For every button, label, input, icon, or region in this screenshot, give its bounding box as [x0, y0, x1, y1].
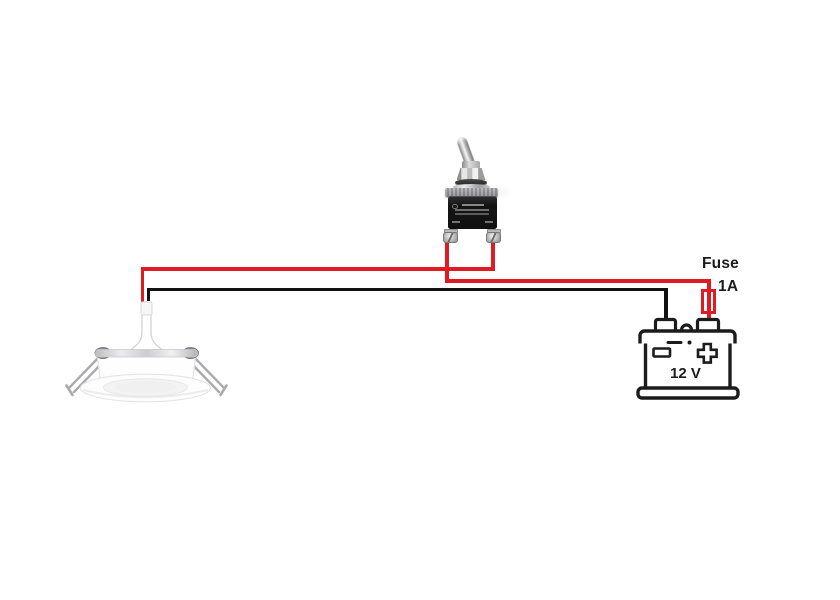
positive-wire-fuse-to-battery: [707, 279, 711, 322]
negative-wire-lamp-riser: [146, 287, 150, 301]
fuse-name-label: Fuse: [702, 255, 739, 272]
battery-body: [643, 341, 732, 390]
battery-icon: 12 V: [636, 317, 740, 400]
positive-wire-switch-to-fuse: [445, 279, 711, 283]
positive-wire-switch-left-riser: [445, 242, 449, 283]
negative-wire-lamp-to-battery: [146, 287, 668, 291]
switch-label-mark: [485, 220, 493, 223]
switch-mount-plate: [444, 187, 498, 197]
switch-label-line: [462, 204, 484, 207]
fuse-symbol: [700, 288, 716, 314]
downlight-lens-inner: [114, 380, 177, 394]
battery-plus-sign: [696, 342, 718, 364]
battery-minus-sign: [652, 347, 672, 358]
switch-lock-ring: [455, 178, 487, 186]
switch-terminal-screw-left: [443, 232, 458, 243]
battery-center-dot: [687, 340, 692, 345]
positive-wire-lamp-to-switch: [140, 267, 495, 271]
positive-wire-switch-right-riser: [491, 242, 495, 271]
downlight-cable-sleeve: [140, 301, 153, 316]
switch-washer: [452, 184, 490, 190]
downlight-flange-shading: [82, 389, 209, 399]
switch-body: [448, 196, 497, 229]
switch-label-logo: [452, 203, 458, 209]
battery-base: [636, 386, 740, 400]
downlight-rim: [95, 349, 198, 358]
battery-lid: [638, 329, 737, 344]
switch-hex-nut: [456, 167, 486, 180]
switch-bushing: [462, 161, 480, 169]
downlight-icon: [65, 301, 228, 403]
negative-wire-battery-riser: [664, 287, 668, 322]
fuse-rating-label: 1A: [718, 278, 739, 295]
switch-label-line: [455, 209, 489, 211]
switch-terminal-screw-right: [486, 232, 501, 243]
toggle-switch-icon: [430, 128, 522, 248]
switch-label-mark: [452, 220, 460, 223]
battery-voltage-label: 12 V: [670, 365, 701, 382]
positive-wire-lamp-riser: [140, 267, 144, 303]
switch-label-line: [455, 213, 489, 215]
